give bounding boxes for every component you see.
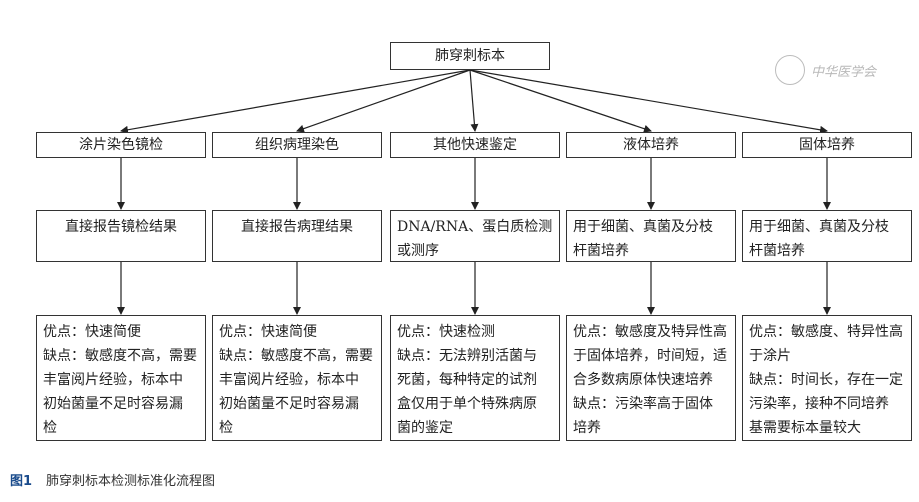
- notes-line: 培养: [573, 420, 601, 436]
- arrow: [120, 69, 471, 134]
- result-line: 直接报告镜检结果: [65, 219, 177, 235]
- method-label: 涂片染色镜检: [79, 137, 163, 153]
- notes-line: 检: [43, 420, 57, 436]
- root-label: 肺穿刺标本: [435, 48, 505, 64]
- caption-text: 肺穿刺标本检测标准化流程图: [46, 474, 216, 489]
- notes-line: 优点：敏感度及特异性高: [573, 324, 727, 340]
- result-node: DNA/RNA、蛋白质检测或测序: [390, 210, 560, 262]
- watermark-text: 中华医学会: [811, 64, 877, 80]
- notes-line: 丰富阅片经验，标本中: [43, 372, 183, 388]
- notes-node: 优点：快速简便缺点：敏感度不高，需要丰富阅片经验，标本中初始菌量不足时容易漏检: [212, 315, 382, 441]
- notes-line: 缺点：时间长，存在一定: [749, 372, 903, 388]
- result-line: 直接报告病理结果: [241, 219, 353, 235]
- notes-line: 菌的鉴定: [397, 420, 453, 436]
- method-node: 组织病理染色: [212, 132, 382, 158]
- result-node: 直接报告病理结果: [212, 210, 382, 262]
- notes-line: 优点：快速简便: [219, 324, 317, 340]
- root-node: 肺穿刺标本: [390, 42, 550, 70]
- result-node: 直接报告镜检结果: [36, 210, 206, 262]
- notes-line: 检: [219, 420, 233, 436]
- notes-node: 优点：快速简便缺点：敏感度不高，需要丰富阅片经验，标本中初始菌量不足时容易漏检: [36, 315, 206, 441]
- watermark: 中华医学会: [775, 54, 905, 86]
- result-line: 用于细菌、真菌及分枝: [749, 219, 889, 235]
- method-node: 涂片染色镜检: [36, 132, 206, 158]
- result-line: DNA/RNA、蛋白质检测: [397, 219, 553, 235]
- result-line: 或测序: [397, 243, 439, 259]
- notes-line: 优点：快速检测: [397, 324, 495, 340]
- method-label: 组织病理染色: [255, 137, 339, 153]
- notes-line: 基需要标本量较大: [749, 420, 861, 436]
- method-label: 固体培养: [799, 137, 855, 153]
- notes-line: 死菌，每种特定的试剂: [397, 372, 537, 388]
- notes-line: 于固体培养，时间短，适: [573, 348, 727, 364]
- result-node: 用于细菌、真菌及分枝杆菌培养: [566, 210, 736, 262]
- arrow: [469, 69, 828, 134]
- seal-icon: [775, 55, 805, 85]
- result-node: 用于细菌、真菌及分枝杆菌培养: [742, 210, 912, 262]
- caption-label: 图1: [10, 474, 33, 489]
- method-node: 固体培养: [742, 132, 912, 158]
- notes-line: 缺点：敏感度不高，需要: [219, 348, 373, 364]
- method-label: 液体培养: [623, 137, 679, 153]
- arrow: [469, 69, 479, 132]
- notes-line: 合多数病原体快速培养: [573, 372, 713, 388]
- method-node: 液体培养: [566, 132, 736, 158]
- notes-line: 缺点：无法辨别活菌与: [397, 348, 537, 364]
- method-label: 其他快速鉴定: [433, 137, 517, 153]
- method-node: 其他快速鉴定: [390, 132, 560, 158]
- figure-caption: 图1 肺穿刺标本检测标准化流程图: [10, 470, 215, 489]
- notes-line: 初始菌量不足时容易漏: [43, 396, 183, 412]
- notes-node: 优点：敏感度、特异性高于涂片缺点：时间长，存在一定污染率，接种不同培养基需要标本…: [742, 315, 912, 441]
- notes-line: 初始菌量不足时容易漏: [219, 396, 359, 412]
- arrow: [469, 69, 652, 133]
- notes-line: 缺点：污染率高于固体: [573, 396, 713, 412]
- notes-line: 于涂片: [749, 348, 791, 364]
- arrow: [296, 69, 471, 133]
- notes-line: 缺点：敏感度不高，需要: [43, 348, 197, 364]
- notes-line: 优点：敏感度、特异性高: [749, 324, 903, 340]
- notes-node: 优点：快速检测缺点：无法辨别活菌与死菌，每种特定的试剂盒仅用于单个特殊病原菌的鉴…: [390, 315, 560, 441]
- notes-line: 盒仅用于单个特殊病原: [397, 396, 537, 412]
- notes-line: 丰富阅片经验，标本中: [219, 372, 359, 388]
- notes-line: 污染率，接种不同培养: [749, 396, 889, 412]
- result-line: 杆菌培养: [573, 243, 629, 259]
- notes-line: 优点：快速简便: [43, 324, 141, 340]
- notes-node: 优点：敏感度及特异性高于固体培养，时间短，适合多数病原体快速培养缺点：污染率高于…: [566, 315, 736, 441]
- result-line: 杆菌培养: [749, 243, 805, 259]
- result-line: 用于细菌、真菌及分枝: [573, 219, 713, 235]
